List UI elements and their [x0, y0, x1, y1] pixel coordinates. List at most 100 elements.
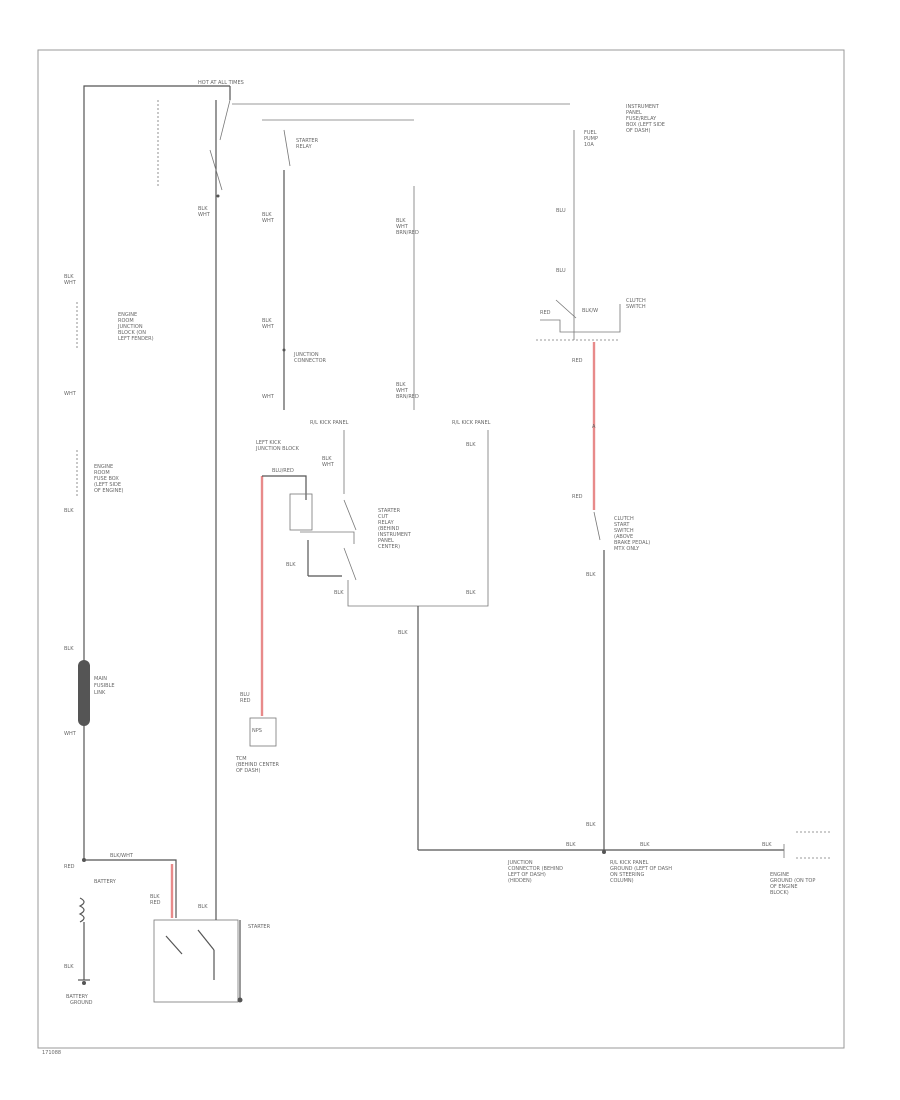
svg-text:START: START	[614, 522, 630, 528]
svg-text:OF DASH): OF DASH)	[236, 768, 261, 774]
svg-text:BLU: BLU	[556, 208, 566, 214]
svg-text:WHT: WHT	[64, 280, 77, 286]
svg-text:(BEHIND CENTER: (BEHIND CENTER	[236, 762, 280, 768]
svg-text:RED: RED	[150, 900, 161, 906]
svg-text:CONNECTOR: CONNECTOR	[294, 358, 327, 364]
svg-text:BLK: BLK	[762, 842, 772, 848]
svg-text:STARTER: STARTER	[248, 924, 271, 930]
svg-text:WHT: WHT	[198, 212, 211, 218]
fusible-link	[78, 660, 90, 726]
svg-text:INSTRUMENT: INSTRUMENT	[378, 532, 412, 538]
svg-text:ON STEERING: ON STEERING	[610, 872, 645, 878]
svg-text:ENGINE: ENGINE	[94, 464, 113, 470]
svg-text:BLU: BLU	[556, 268, 566, 274]
svg-text:PANEL: PANEL	[626, 110, 642, 116]
svg-text:BLK: BLK	[262, 318, 272, 324]
svg-text:GROUND (ON TOP: GROUND (ON TOP	[770, 878, 815, 884]
diagram-frame	[37, 49, 845, 1049]
svg-text:10A: 10A	[584, 142, 594, 148]
svg-text:R/L KICK PANEL: R/L KICK PANEL	[610, 860, 649, 866]
svg-text:MTX ONLY: MTX ONLY	[614, 546, 640, 552]
svg-text:SWITCH: SWITCH	[626, 304, 646, 310]
svg-text:BLK: BLK	[396, 218, 406, 224]
svg-text:OF ENGINE: OF ENGINE	[770, 884, 798, 890]
svg-text:TCM: TCM	[235, 756, 247, 762]
svg-text:R/L KICK PANEL: R/L KICK PANEL	[452, 420, 491, 426]
svg-text:JUNCTION BLOCK: JUNCTION BLOCK	[255, 446, 300, 452]
footer-code: 171088	[42, 1050, 61, 1056]
battery: RED BATTERY BLK BATTERY GROUND	[64, 858, 117, 1006]
svg-text:CONNECTOR (BEHIND: CONNECTOR (BEHIND	[508, 866, 563, 872]
svg-text:RELAY: RELAY	[378, 520, 395, 526]
svg-text:WHT: WHT	[396, 388, 409, 394]
svg-text:BLK: BLK	[64, 964, 74, 970]
svg-text:JUNCTION: JUNCTION	[507, 860, 533, 866]
svg-text:SWITCH: SWITCH	[614, 528, 634, 534]
svg-text:BRAKE PEDAL): BRAKE PEDAL)	[614, 540, 650, 546]
svg-text:RED: RED	[240, 698, 251, 704]
svg-text:OF ENGINE): OF ENGINE)	[94, 488, 124, 494]
svg-text:BLU/RED: BLU/RED	[272, 468, 294, 474]
svg-text:R/L KICK PANEL: R/L KICK PANEL	[310, 420, 349, 426]
svg-text:JUNCTION: JUNCTION	[293, 352, 319, 358]
svg-text:STARTER: STARTER	[378, 508, 401, 514]
starter-cut-relay: BLK WHT R/L KICK PANEL STARTER CUT RELAY…	[286, 186, 491, 850]
svg-text:NPS: NPS	[252, 728, 262, 734]
svg-text:GROUND (LEFT OF DASH: GROUND (LEFT OF DASH	[610, 866, 672, 872]
svg-text:BLK: BLK	[466, 442, 476, 448]
svg-text:BLK: BLK	[640, 842, 650, 848]
svg-text:HOT AT ALL TIMES: HOT AT ALL TIMES	[198, 80, 244, 86]
svg-text:ROOM: ROOM	[94, 470, 110, 476]
svg-text:WHT: WHT	[64, 731, 77, 737]
svg-text:LEFT OF DASH): LEFT OF DASH)	[508, 872, 546, 878]
svg-text:WHT: WHT	[396, 224, 409, 230]
svg-text:OF DASH): OF DASH)	[626, 128, 651, 134]
starter-motor: BLK/WHT BLK RED STARTER BLK WHT BLK	[86, 100, 271, 1003]
svg-text:BATTERY: BATTERY	[66, 994, 89, 1000]
svg-text:BATTERY: BATTERY	[94, 879, 117, 885]
svg-text:BOX (LEFT SIDE: BOX (LEFT SIDE	[626, 122, 665, 128]
svg-text:LEFT FENDER): LEFT FENDER)	[118, 336, 154, 342]
svg-text:PANEL: PANEL	[378, 538, 394, 544]
svg-text:CUT: CUT	[378, 514, 389, 520]
svg-text:WHT: WHT	[322, 462, 335, 468]
svg-text:BLK: BLK	[262, 212, 272, 218]
svg-text:(HIDDEN): (HIDDEN)	[508, 878, 532, 884]
svg-text:ROOM: ROOM	[118, 318, 134, 324]
svg-text:RED: RED	[64, 864, 75, 870]
svg-text:BLK: BLK	[286, 562, 296, 568]
svg-text:RED: RED	[572, 494, 583, 500]
ground-bus: BLK BLK BLK JUNCTION CONNECTOR (BEHIND L…	[418, 831, 832, 896]
svg-text:WHT: WHT	[262, 324, 275, 330]
svg-text:RED: RED	[572, 358, 583, 364]
svg-text:LEFT KICK: LEFT KICK	[256, 440, 282, 446]
svg-text:BLK: BLK	[586, 822, 596, 828]
battery-feed-circuit: HOT AT ALL TIMES MAIN FUSIBLE LINK BLK W…	[64, 80, 570, 860]
svg-text:BLK: BLK	[398, 630, 408, 636]
svg-text:BLK: BLK	[64, 274, 74, 280]
svg-text:WHT: WHT	[262, 218, 275, 224]
svg-text:WHT: WHT	[262, 394, 275, 400]
svg-text:BLU: BLU	[240, 692, 250, 698]
svg-text:A: A	[592, 424, 596, 430]
svg-text:BRN/RED: BRN/RED	[396, 230, 419, 236]
svg-text:COLUMN): COLUMN)	[610, 878, 634, 884]
svg-text:BLK/W: BLK/W	[582, 308, 598, 314]
svg-text:BLK: BLK	[586, 572, 596, 578]
svg-text:RED: RED	[540, 310, 551, 316]
svg-text:FUSIBLE: FUSIBLE	[94, 683, 115, 689]
svg-text:BLK: BLK	[150, 894, 160, 900]
svg-text:BLK: BLK	[64, 646, 74, 652]
svg-text:CLUTCH: CLUTCH	[614, 516, 634, 522]
svg-text:BLK: BLK	[566, 842, 576, 848]
svg-text:INSTRUMENT: INSTRUMENT	[626, 104, 660, 110]
svg-text:MAIN: MAIN	[94, 676, 107, 682]
svg-text:BLK: BLK	[322, 456, 332, 462]
svg-text:(BEHIND: (BEHIND	[378, 526, 400, 532]
svg-text:FUSE BOX: FUSE BOX	[94, 476, 119, 482]
neutral-position-circuit: BLU/RED BLU RED NPS TCM (BEHIND CENTER O…	[235, 468, 307, 774]
svg-text:BLK: BLK	[396, 382, 406, 388]
